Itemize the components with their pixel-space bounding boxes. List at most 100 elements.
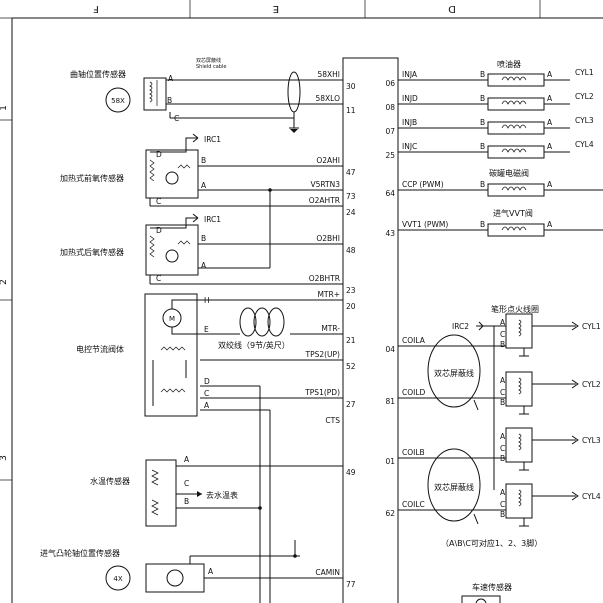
grid-letter-e: E (273, 3, 279, 14)
ecu-right-signal: INJD (402, 94, 418, 103)
vvt-label: 进气VVT阀 (493, 208, 533, 218)
front-o2-label: 加热式前氧传感器 (60, 173, 124, 183)
ecu-left-signal: 58XHI (317, 70, 340, 79)
injector-cylinder: CYL1 (575, 68, 594, 77)
injector-pin-b: B (480, 118, 485, 127)
ecu-right-pin: 43 (385, 229, 395, 238)
crank-sensor: 曲轴位置传感器 58X A B C 双芯屏蔽线 Shield cable (70, 57, 343, 133)
ecu-left-signal: O2AHTR (309, 196, 340, 205)
coil-pin-a: A (500, 318, 506, 327)
crank-shield-en: Shield cable (196, 64, 226, 70)
ecu-right-pin: 08 (385, 103, 395, 112)
ecu-left-pin: 11 (346, 106, 356, 115)
coil-pin-c: C (500, 388, 505, 397)
ecu-right-pin: 64 (385, 189, 395, 198)
coil-title: 笔形点火线圈 (491, 304, 539, 314)
coolant-pin-a: A (184, 455, 190, 464)
ecu-left-pins: 58XHI3058XLO11O2AHI47V5RTN373O2AHTR24O2B… (304, 70, 356, 589)
front-o2-irc: IRC1 (204, 135, 221, 144)
ecu-right-signal: INJC (402, 142, 417, 151)
front-o2-pin-d: D (156, 150, 162, 159)
ecu-left-signal: V5RTN3 (310, 180, 340, 189)
coil-pin-c: C (500, 330, 505, 339)
rear-o2-pin-d: D (156, 226, 162, 235)
injector-pin-a: A (547, 94, 553, 103)
ecu-left-pin: 73 (346, 192, 356, 201)
coil-pin-b: B (500, 510, 505, 519)
coil-shield-2: 双芯屏蔽线 (434, 482, 474, 492)
ecu-right-pin: 25 (385, 151, 395, 160)
ecu-left-signal: O2BHI (316, 234, 340, 243)
crank-sensor-code: 58X (111, 97, 125, 105)
coil-pin-c: C (500, 500, 505, 509)
coil-cylinder: CYL4 (582, 492, 601, 501)
rear-o2-label: 加热式后氧传感器 (60, 247, 124, 257)
grid-number-2: 2 (0, 279, 9, 285)
coil-pin-c: C (500, 444, 505, 453)
ecu-left-pin: 52 (346, 362, 356, 371)
rear-o2-pin-a: A (201, 261, 207, 270)
coil-cylinder: CYL2 (582, 380, 601, 389)
ecu-right-signal: INJB (402, 118, 417, 127)
grid-letter-d: D (448, 3, 456, 14)
ecu-left-signal: O2AHI (316, 156, 340, 165)
injector-cylinder: CYL4 (575, 140, 594, 149)
coil-note: （A\B\C可对应1、2、3脚） (441, 538, 542, 548)
ecu-right-signal: COILA (402, 336, 426, 345)
coil-pin-b: B (500, 454, 505, 463)
grid-letter-f: F (93, 3, 99, 14)
ecu-left-pin: 21 (346, 336, 356, 345)
injector-pin-a: A (547, 142, 553, 151)
crank-pin-a: A (168, 74, 174, 83)
coolant-to-gauge: 去水温表 (206, 490, 238, 500)
ecu-right-pin: 04 (385, 345, 395, 354)
canister-label: 碳罐电磁阀 (489, 168, 529, 178)
ecu-left-pin: 47 (346, 168, 356, 177)
injector-pin-b: B (480, 142, 485, 151)
coil-pin-a: A (500, 376, 506, 385)
ecu-left-pin: 20 (346, 302, 356, 311)
ecu-left-pin: 24 (346, 208, 356, 217)
ecu-left-signal: CTS (325, 416, 340, 425)
front-o2-sensor: 加热式前氧传感器 IRC1 D B A C (60, 133, 343, 207)
crank-sensor-label: 曲轴位置传感器 (70, 69, 126, 79)
coil-cylinder: CYL1 (582, 322, 601, 331)
rear-o2-irc: IRC1 (204, 215, 221, 224)
speed-label: 车速传感器 (472, 582, 512, 592)
ecu-left-signal: 58XLO (316, 94, 341, 103)
coil-pin-a: A (500, 432, 506, 441)
ecu-right-signal: COILB (402, 448, 425, 457)
vvt-pin-b: B (480, 220, 485, 229)
ecu-left-pin: 27 (346, 400, 356, 409)
ecu-left-pin: 48 (346, 246, 356, 255)
ecu-right-pin: 81 (385, 397, 395, 406)
coolant-pin-b: B (184, 497, 189, 506)
ecu-left-pin: 23 (346, 286, 356, 295)
coolant-pin-c: C (184, 479, 189, 488)
front-o2-pin-c: C (156, 197, 161, 206)
cam-label: 进气凸轮轴位置传感器 (40, 548, 120, 558)
injector-pin-b: B (480, 70, 485, 79)
coil-irc: IRC2 (452, 322, 469, 331)
injector-cylinder: CYL2 (575, 92, 594, 101)
ecu-right-pin: 07 (385, 127, 395, 136)
front-o2-pin-a: A (201, 181, 207, 190)
coil-pin-a: A (500, 488, 506, 497)
ecu-left-signal: TPS2(UP) (304, 350, 340, 359)
rear-o2-sensor: 加热式后氧传感器 IRC1 D B A C (60, 188, 343, 285)
ecu-right-signal: COILD (402, 388, 426, 397)
speed-sensor: 车速传感器 (461, 582, 512, 603)
ecu-left-signal: CAMIN (315, 568, 340, 577)
throttle-body: 电控节流阀体 M H E D C A 双绞线（9节/英尺） (76, 293, 343, 603)
ecu-left-pin: 49 (346, 468, 356, 477)
throttle-motor: M (169, 315, 175, 323)
cam-pin-a: A (208, 567, 214, 576)
coolant-label: 水温传感器 (90, 476, 130, 486)
coil-cylinder: CYL3 (582, 436, 601, 445)
ecu-right-pin: 01 (385, 457, 395, 466)
coolant-sensor: 水温传感器 A C B 去水温表 (90, 455, 343, 527)
